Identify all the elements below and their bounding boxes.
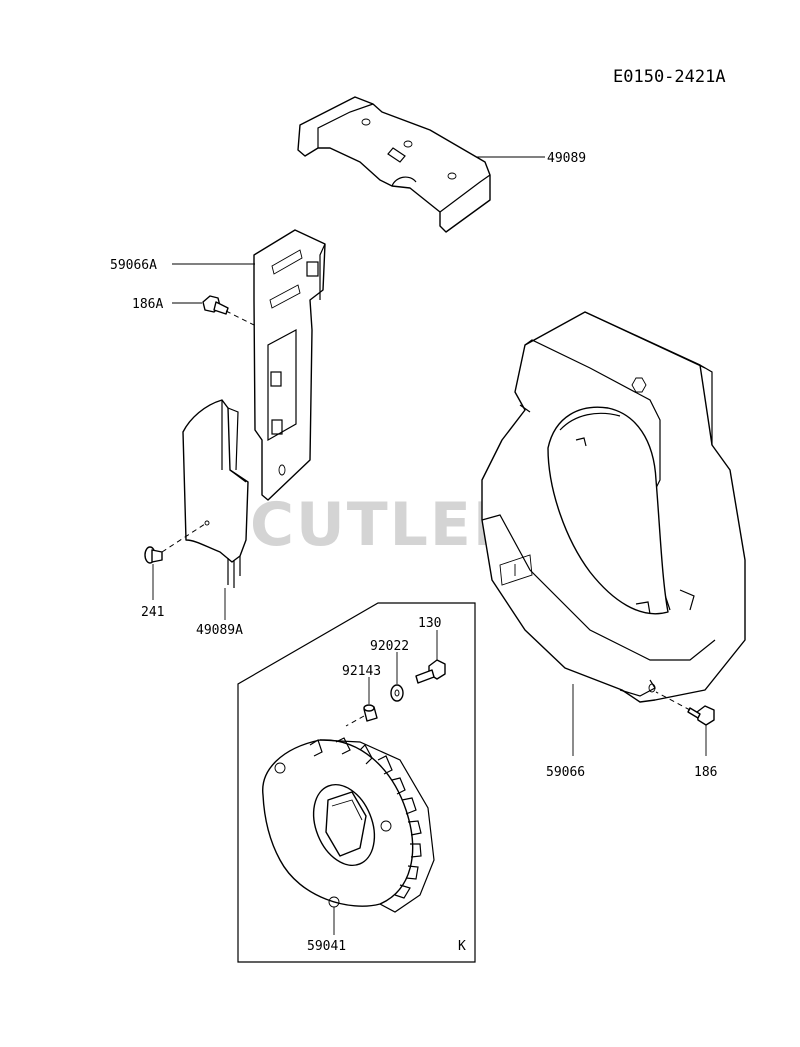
label-186[interactable]: 186: [694, 765, 717, 780]
label-49089[interactable]: 49089: [547, 151, 586, 166]
label-59066A[interactable]: 59066A: [110, 258, 157, 273]
label-92022[interactable]: 92022: [370, 639, 409, 654]
label-59041[interactable]: 59041: [307, 939, 346, 954]
leader-186A-axis: [225, 310, 257, 327]
part-49089-top-bracket[interactable]: [297, 96, 491, 233]
part-241-screw[interactable]: [144, 546, 163, 564]
leader-92143-axis: [345, 715, 365, 727]
label-186A[interactable]: 186A: [132, 297, 163, 312]
part-92143-collar[interactable]: [363, 704, 378, 722]
inset-k-frame: [237, 602, 476, 963]
diagram-code: E0150-2421A: [613, 67, 726, 87]
leader-186-axis: [655, 691, 691, 711]
inset-k-marker: K: [458, 939, 466, 954]
part-92022-washer[interactable]: [390, 684, 404, 702]
part-59066-blower-housing[interactable]: [481, 311, 746, 703]
part-186A-bolt[interactable]: [202, 295, 229, 315]
part-49089A-curved-cover[interactable]: [182, 399, 249, 588]
part-130-bolt[interactable]: [415, 659, 446, 684]
part-59041-flywheel[interactable]: [262, 737, 435, 913]
part-59066A-plate[interactable]: [253, 229, 326, 501]
label-92143[interactable]: 92143: [342, 664, 381, 679]
label-59066[interactable]: 59066: [546, 765, 585, 780]
label-49089A[interactable]: 49089A: [196, 623, 243, 638]
part-186-bolt[interactable]: [687, 705, 715, 726]
label-130[interactable]: 130: [418, 616, 441, 631]
label-241[interactable]: 241: [141, 605, 164, 620]
